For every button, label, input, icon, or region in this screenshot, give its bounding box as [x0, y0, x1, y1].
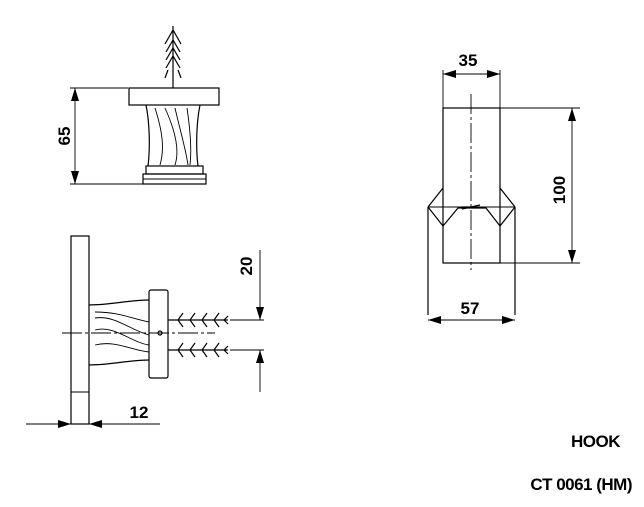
dim-depth: 57 — [461, 299, 480, 318]
top-view-anchor — [164, 26, 182, 88]
side-view: 20 12 — [26, 235, 264, 428]
side-view-anchor-upper — [168, 312, 229, 328]
side-view-flange — [148, 289, 169, 379]
dim-base-thickness: 12 — [130, 403, 149, 422]
product-code: CT 0061 (HM) — [530, 475, 632, 494]
dim-width: 35 — [459, 51, 478, 70]
side-view-base-plate — [70, 235, 90, 425]
top-view-flange — [128, 87, 220, 106]
front-view-plate — [442, 107, 501, 264]
dim-top-height: 65 — [55, 127, 74, 146]
top-view: 65 — [55, 26, 220, 185]
product-name: HOOK — [571, 432, 621, 451]
dim-wall-spacing: 20 — [237, 257, 256, 276]
side-view-anchor-lower — [168, 342, 229, 358]
top-view-body — [145, 104, 201, 167]
dim-height: 100 — [550, 176, 569, 204]
front-view-hook-arms — [427, 187, 516, 227]
front-view: 35 100 57 — [427, 51, 580, 324]
